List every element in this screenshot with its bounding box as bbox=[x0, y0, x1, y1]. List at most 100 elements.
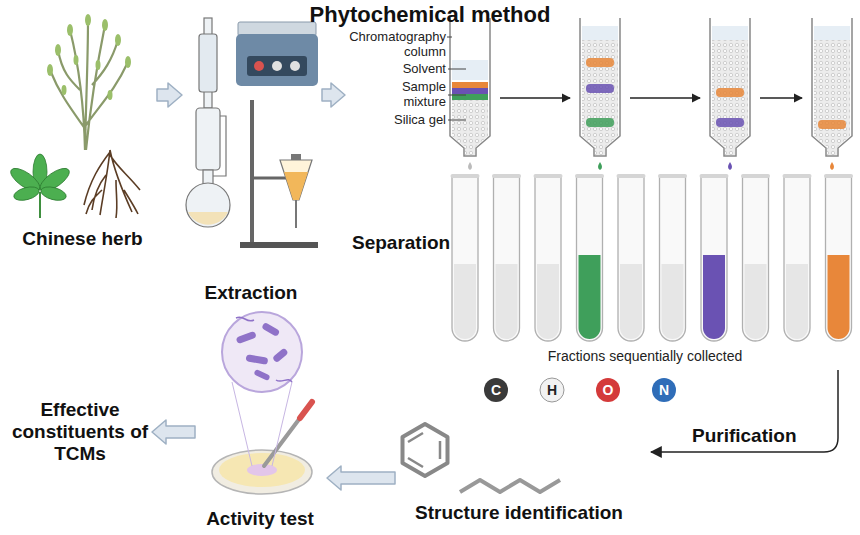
illustration-part bbox=[250, 100, 254, 242]
illustration-part bbox=[712, 40, 748, 155]
illustration-part bbox=[630, 97, 700, 98]
step-label: Extraction bbox=[182, 282, 320, 304]
illustration-part bbox=[254, 61, 264, 71]
tube-liquid bbox=[703, 255, 725, 339]
illustration-part bbox=[212, 450, 312, 494]
illustration-part bbox=[55, 44, 61, 56]
illustration-part bbox=[452, 60, 488, 80]
illustration-part bbox=[760, 97, 802, 98]
tube-glass bbox=[701, 176, 727, 341]
annotation-label: N bbox=[652, 381, 676, 399]
illustration-part bbox=[261, 322, 280, 337]
herb-leaf bbox=[7, 154, 72, 218]
illustration-part bbox=[232, 382, 292, 466]
step-node: Effective constituents of TCMs bbox=[10, 385, 152, 485]
illustration-part bbox=[272, 61, 282, 71]
illustration-part bbox=[710, 18, 750, 156]
illustration-part bbox=[814, 26, 850, 40]
tube-liquid bbox=[537, 264, 559, 339]
illustration-part bbox=[598, 162, 602, 170]
tube-glass bbox=[618, 176, 644, 341]
tube-rim bbox=[700, 174, 729, 178]
tube-liquid bbox=[786, 264, 808, 339]
tube-liquid bbox=[745, 264, 767, 339]
tube-rim bbox=[824, 174, 853, 178]
tube-rim bbox=[575, 174, 604, 178]
separatory-funnel bbox=[240, 100, 318, 248]
annotation-label: Sample mixture bbox=[386, 80, 446, 110]
illustration-part bbox=[96, 60, 101, 70]
step-label: Separation bbox=[352, 232, 450, 254]
illustration-part bbox=[50, 20, 128, 150]
illustration-part bbox=[47, 64, 53, 76]
illustration-part bbox=[447, 37, 452, 38]
step-label: Structure identification bbox=[415, 502, 623, 524]
ultrasonic-bath bbox=[236, 22, 318, 86]
illustration-part bbox=[580, 18, 620, 156]
chromatography-column bbox=[812, 18, 852, 170]
diagram-title: Phytochemical method bbox=[0, 2, 860, 28]
tube-liquid bbox=[828, 255, 850, 339]
illustration-part bbox=[450, 18, 490, 156]
soxhlet-apparatus bbox=[186, 18, 230, 227]
illustration-part bbox=[596, 378, 620, 402]
illustration-part bbox=[62, 85, 67, 95]
tube-glass bbox=[494, 176, 520, 341]
illustration-part bbox=[39, 184, 67, 202]
herb-shrub bbox=[47, 14, 131, 150]
test-tubes bbox=[451, 174, 854, 341]
atom-circles bbox=[484, 378, 676, 402]
illustration-part bbox=[39, 192, 41, 218]
step-arrows bbox=[500, 97, 802, 98]
benzene-ring bbox=[403, 424, 448, 476]
herb-roots bbox=[84, 150, 140, 218]
tube-rim bbox=[783, 174, 812, 178]
tube-glass bbox=[660, 176, 686, 341]
illustration-part bbox=[716, 118, 744, 127]
illustration-part bbox=[586, 118, 614, 127]
illustration-part bbox=[712, 26, 748, 40]
flow-line bbox=[651, 370, 838, 452]
illustration-part bbox=[196, 108, 220, 170]
illustration-part bbox=[403, 424, 448, 476]
tube-glass bbox=[826, 176, 852, 341]
leader-lines bbox=[447, 37, 466, 120]
tube-glass bbox=[743, 176, 769, 341]
illustration-part bbox=[84, 150, 140, 218]
tube-glass bbox=[535, 176, 561, 341]
illustration-part bbox=[236, 317, 292, 382]
tube-liquid bbox=[662, 264, 684, 339]
illustration-part bbox=[448, 95, 466, 96]
illustration-part bbox=[468, 162, 472, 170]
illustration-part bbox=[284, 172, 308, 200]
tube-rim bbox=[741, 174, 770, 178]
illustration-part bbox=[500, 97, 570, 98]
illustration-part bbox=[291, 154, 301, 160]
illustration-part bbox=[540, 378, 564, 402]
illustration-part bbox=[236, 34, 318, 86]
illustration-part bbox=[830, 162, 834, 170]
illustration-part bbox=[812, 18, 852, 156]
illustration-part bbox=[452, 88, 488, 94]
illustration-part bbox=[85, 14, 91, 26]
step-label: Effective constituents of TCMs bbox=[10, 399, 150, 465]
illustration-part bbox=[280, 160, 312, 200]
magnified-bacteria bbox=[222, 312, 302, 466]
illustration-part bbox=[236, 331, 257, 344]
illustration-part bbox=[253, 369, 270, 381]
illustration-part bbox=[199, 34, 217, 92]
illustration-part bbox=[716, 88, 744, 97]
illustration-part bbox=[222, 312, 302, 392]
illustration-part bbox=[240, 242, 318, 248]
illustration-part bbox=[236, 322, 289, 381]
illustration-part bbox=[582, 26, 618, 40]
illustration-part bbox=[300, 402, 312, 418]
block-arrow bbox=[152, 420, 195, 444]
tube-glass bbox=[577, 176, 603, 341]
illustration-part bbox=[74, 55, 79, 65]
illustration-part bbox=[295, 200, 297, 228]
tube-rim bbox=[492, 174, 521, 178]
step-label: Activity test bbox=[195, 508, 325, 530]
illustration-part bbox=[115, 34, 121, 46]
annotation-label: H bbox=[540, 381, 564, 399]
